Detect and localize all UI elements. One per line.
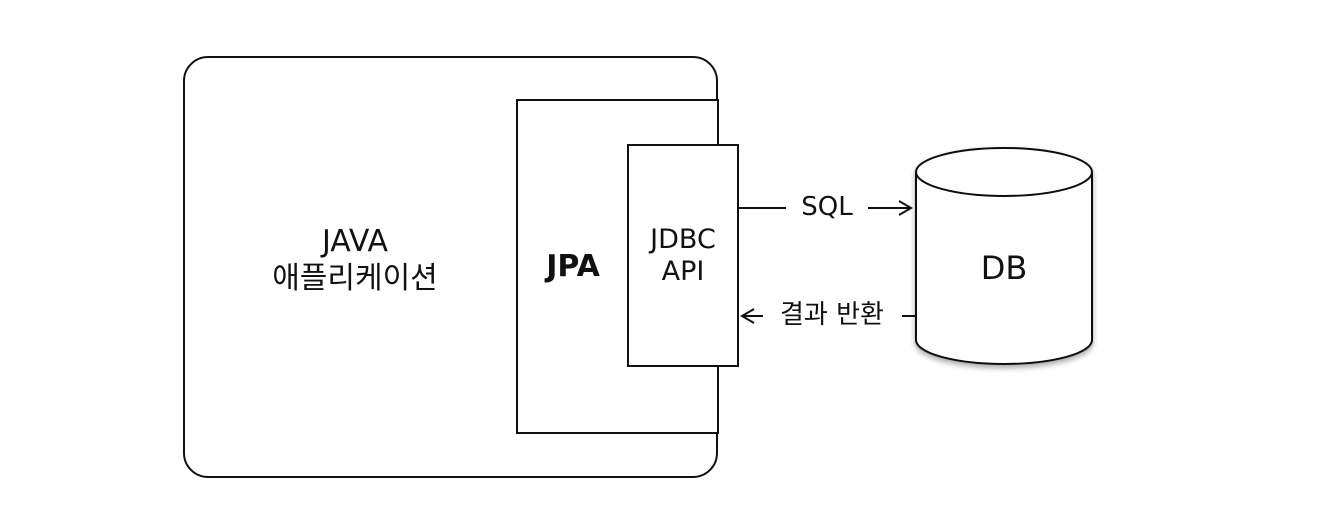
jdbc-api-label: JDBC API <box>628 224 738 289</box>
jdbc-api-box <box>627 144 739 367</box>
sql-label-text: SQL <box>801 192 853 222</box>
jdbc-label-line2: API <box>661 256 705 288</box>
jdbc-label-line1: JDBC <box>650 224 716 255</box>
result-label: 결과 반환 <box>764 300 900 332</box>
db-label: DB <box>954 249 1054 288</box>
sql-arrow <box>738 200 913 216</box>
db-label-text: DB <box>980 249 1028 287</box>
java-application-label: JAVA 애플리케이션 <box>235 224 475 297</box>
result-arrow <box>740 308 915 324</box>
java-label-line1: JAVA <box>321 224 389 259</box>
jpa-label-text: JPA <box>546 249 600 284</box>
jpa-label: JPA <box>528 249 618 286</box>
result-label-text: 결과 반환 <box>780 300 884 330</box>
java-label-line2: 애플리케이션 <box>272 260 438 296</box>
database-cylinder <box>915 147 1093 365</box>
sql-label: SQL <box>788 192 866 224</box>
